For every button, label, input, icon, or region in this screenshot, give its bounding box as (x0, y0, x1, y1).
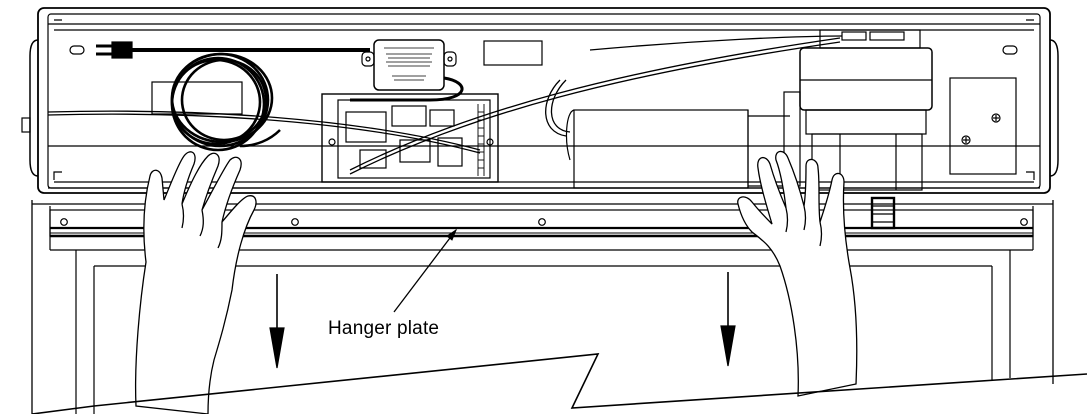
center-module (565, 91, 801, 189)
motor-assembly (799, 29, 933, 230)
left-hand (134, 151, 257, 415)
transformer-box (350, 39, 464, 102)
right-hand (737, 150, 858, 397)
wiring (47, 35, 843, 175)
hanger-plate-label: Hanger plate (328, 318, 440, 339)
right-down-arrow (720, 272, 736, 367)
power-cord (96, 41, 370, 152)
left-down-arrow (269, 274, 285, 369)
callout-leader (393, 228, 458, 313)
junction-box (949, 77, 1017, 175)
circuit-board (321, 93, 499, 183)
break-line (31, 353, 1087, 415)
cabinet-housing (21, 7, 1059, 194)
